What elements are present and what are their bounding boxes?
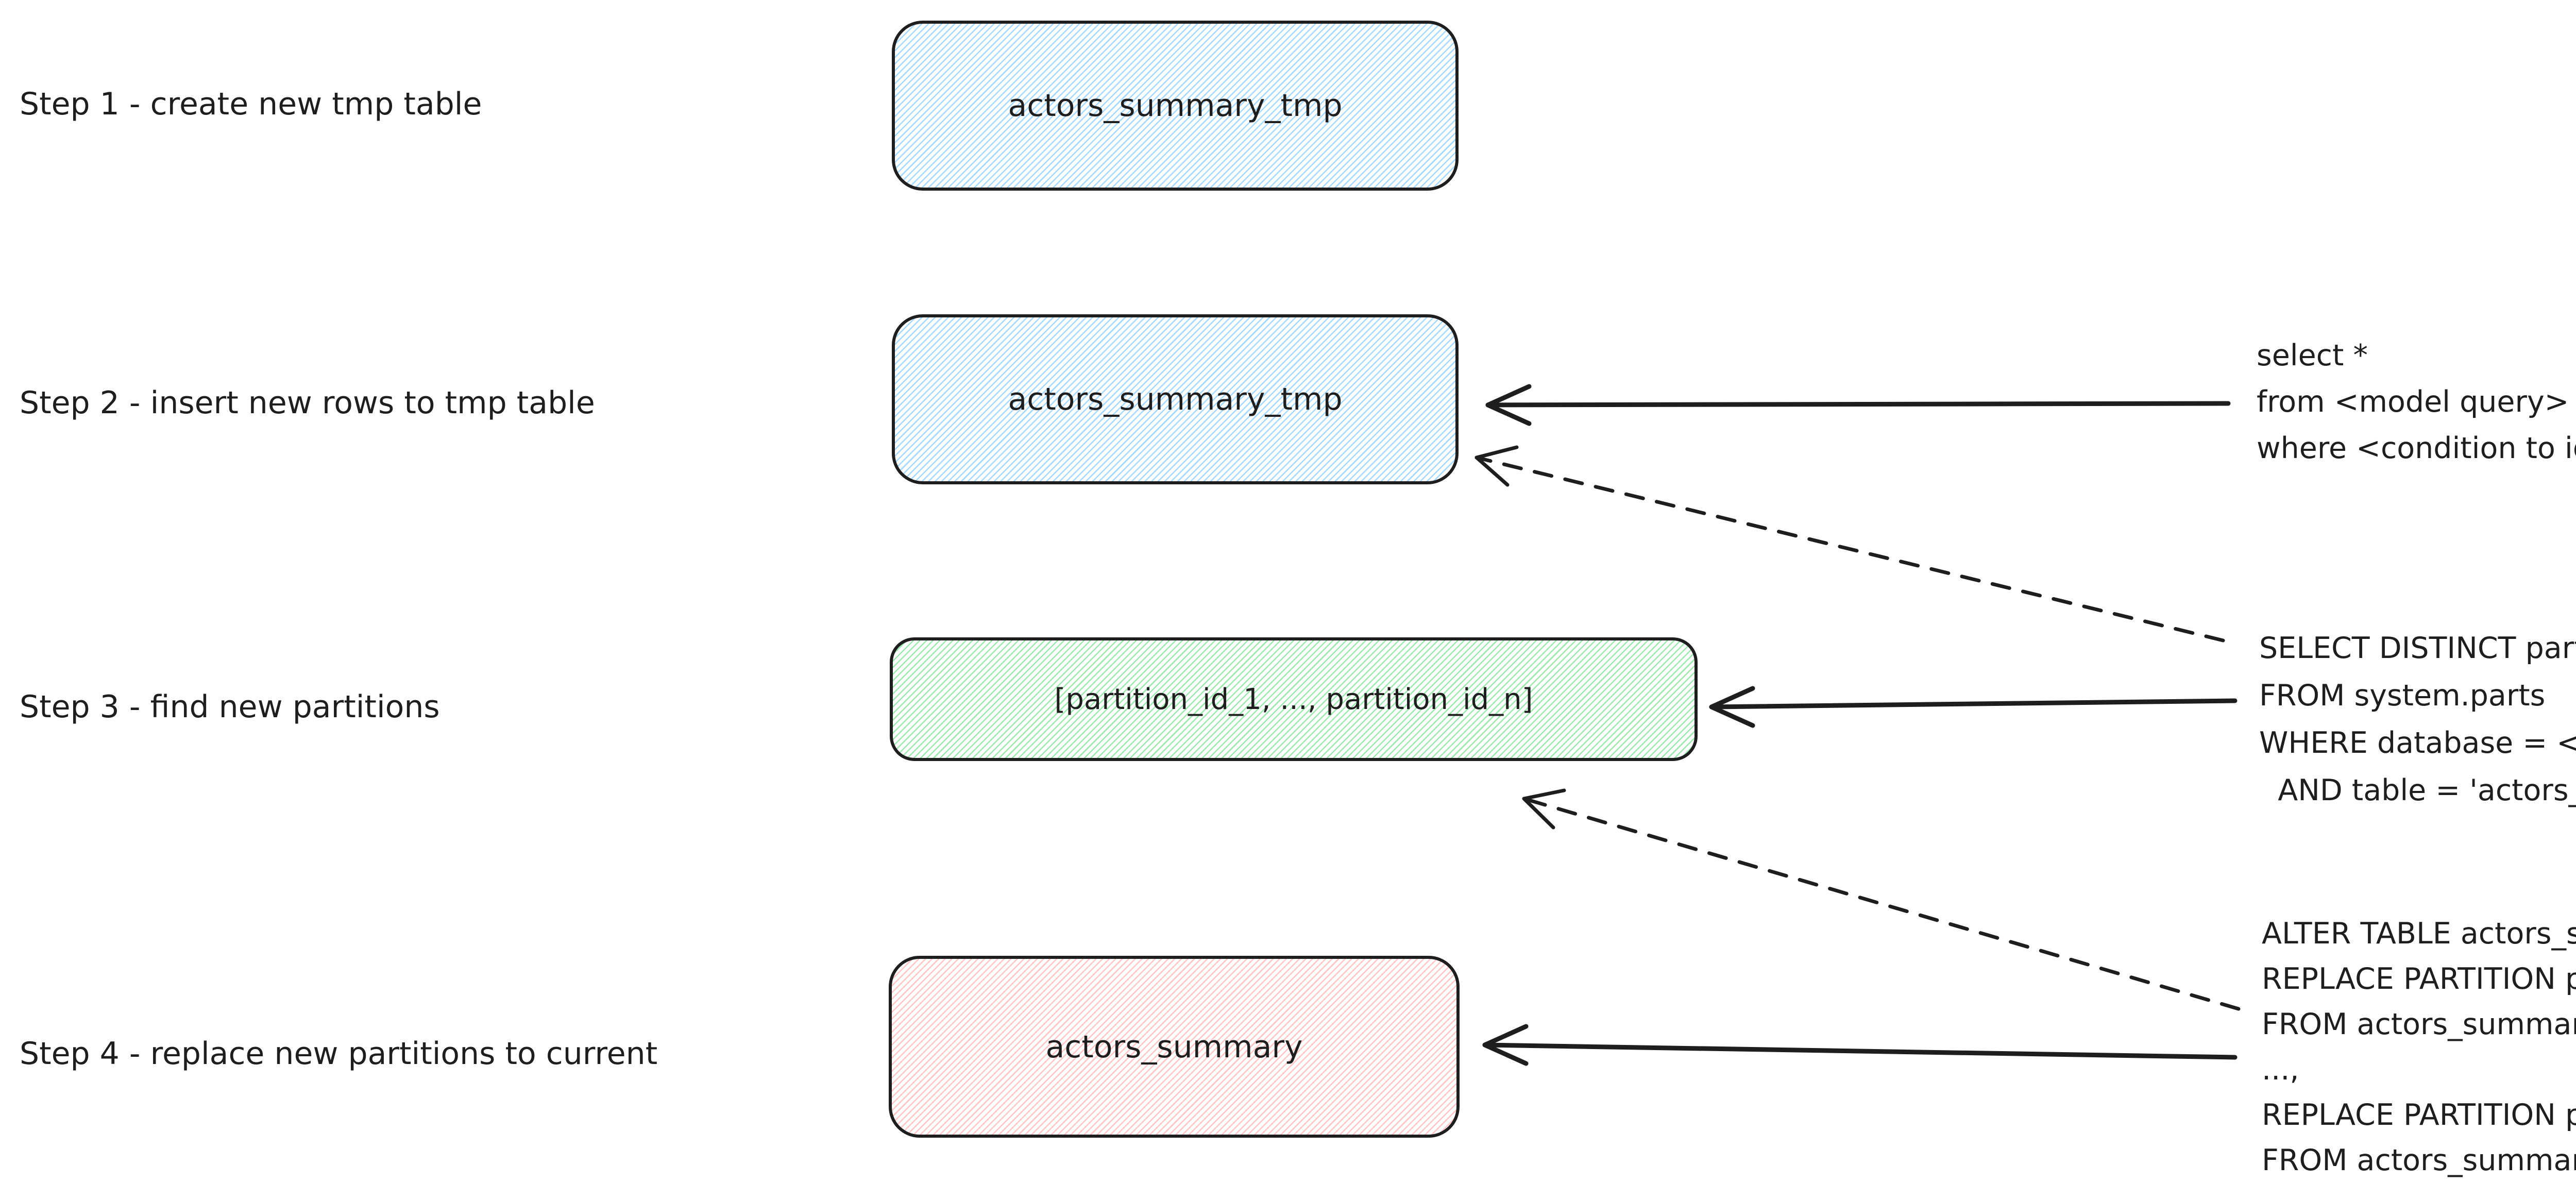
sql-line: WHERE database = <database> — [2259, 726, 2576, 760]
sql-line: FROM actors_summary_tmp, — [2262, 1143, 2576, 1177]
step2-node-label: actors_summary_tmp — [1008, 381, 1343, 417]
step4-sql-block: ALTER TABLE actors_summary REPLACE PARTI… — [2262, 911, 2576, 1183]
sql-line: SELECT DISTINCT partition_id — [2259, 631, 2576, 665]
sql-line: FROM system.parts — [2259, 679, 2546, 713]
step3-label: Step 3 - find new partitions — [20, 689, 440, 725]
step4-node-label: actors_summary — [1045, 1028, 1303, 1065]
step3-sql-block: SELECT DISTINCT partition_id FROM system… — [2259, 624, 2576, 814]
step1-node-actors-summary-tmp: actors_summary_tmp — [892, 21, 1459, 191]
sql-line: from <model query> — [2257, 385, 2569, 419]
arrow-step3-sql-to-step3-box-icon — [1709, 686, 2238, 728]
sql-line: REPLACE PARTITION partition_id_n — [2262, 1098, 2576, 1132]
step4-label: Step 4 - replace new partitions to curre… — [20, 1036, 658, 1072]
sql-line: ..., — [2262, 1053, 2299, 1087]
step4-node-actors-summary: actors_summary — [889, 956, 1460, 1138]
step1-label: Step 1 - create new tmp table — [20, 86, 482, 122]
step1-node-label: actors_summary_tmp — [1008, 88, 1343, 124]
sql-line: where <condition to identify new> — [2257, 431, 2576, 465]
sql-line: REPLACE PARTITION partition_id_1 — [2262, 962, 2576, 996]
arrow-step4-sql-to-step4-box-icon — [1482, 1024, 2238, 1066]
step2-node-actors-summary-tmp: actors_summary_tmp — [892, 314, 1459, 484]
sql-line: ALTER TABLE actors_summary — [2262, 917, 2576, 951]
step2-label: Step 2 - insert new rows to tmp table — [20, 385, 595, 421]
dashed-arrow-step3-sql-to-step2-box-icon — [1475, 445, 2225, 643]
step2-sql-block: select * from <model query> where <condi… — [2257, 332, 2576, 471]
step3-node-label: [partition_id_1, ..., partition_id_n] — [1054, 682, 1533, 716]
sql-line: AND table = 'actors_summary_tmp' — [2278, 773, 2576, 807]
arrow-step2-sql-to-step2-box-icon — [1485, 384, 2231, 426]
sql-line: select * — [2257, 339, 2368, 373]
step3-node-partition-list: [partition_id_1, ..., partition_id_n] — [890, 637, 1698, 761]
dashed-arrow-step4-sql-to-step3-box-icon — [1522, 788, 2241, 1011]
sql-line: FROM actors_summary_tmp, — [2262, 1007, 2576, 1041]
